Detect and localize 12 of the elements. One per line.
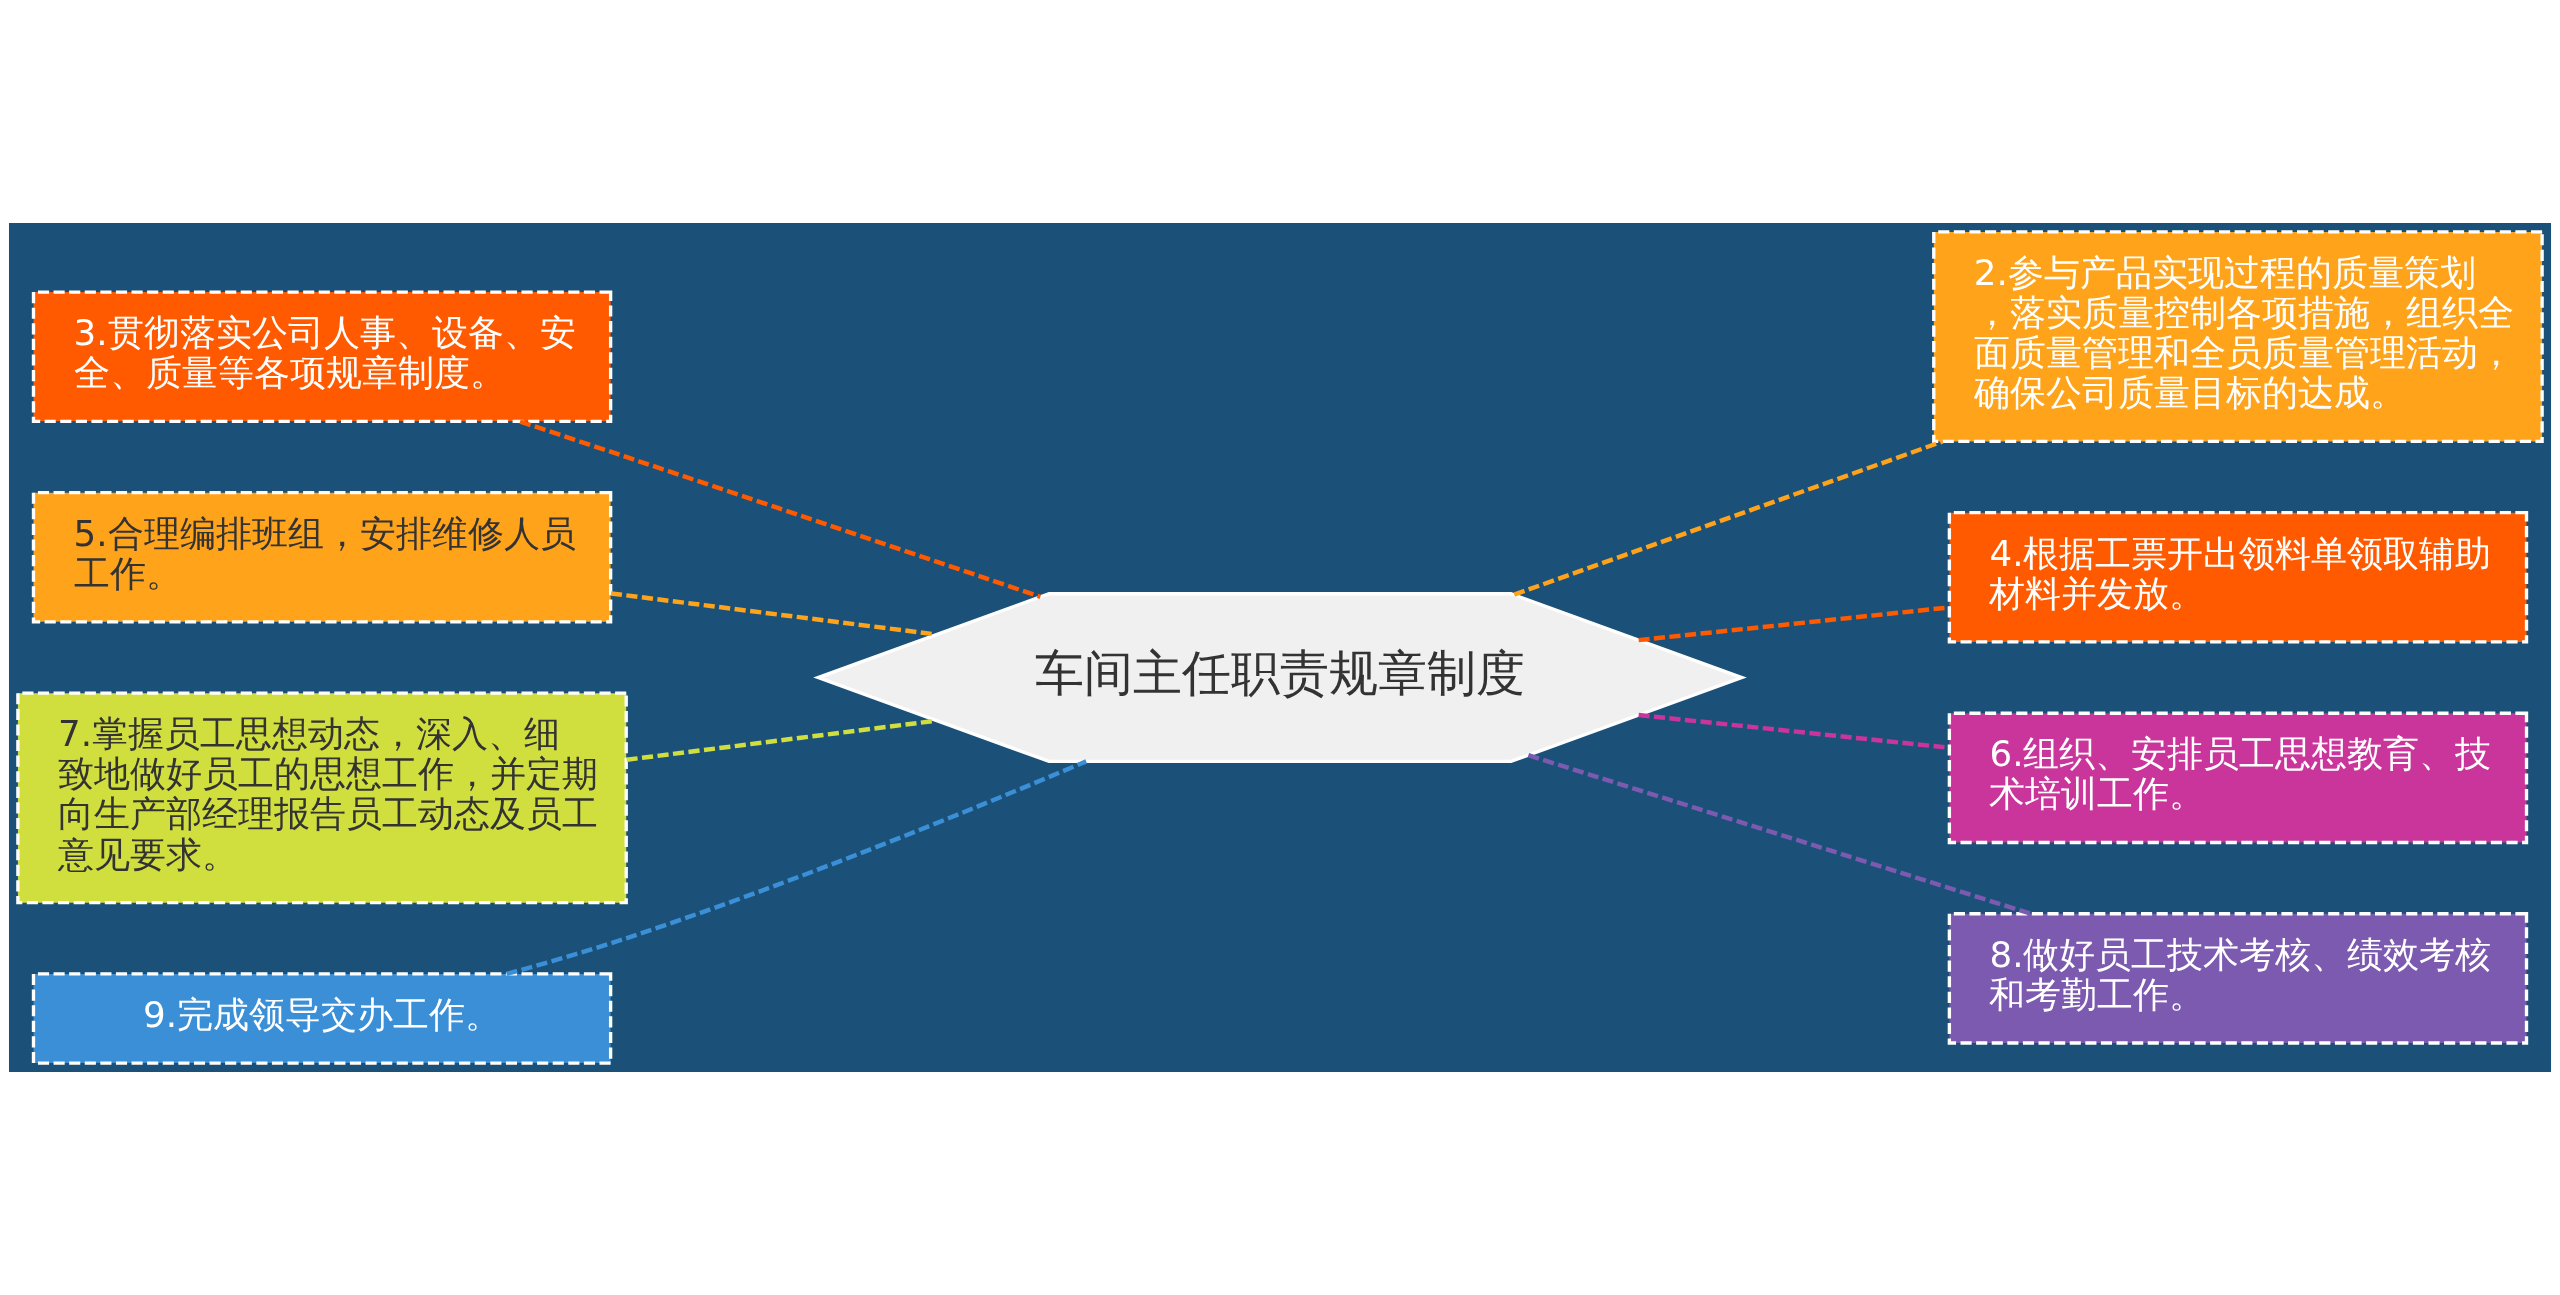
node-box: 2.参与产品实现过程的质量策划，落实质量控制各项措施，组织全面质量管理和全员质量管理活动，确保公司质量目标的达成。 [1932,230,2544,444]
node-box: 6.组织、安排员工思想教育、技术培训工作。 [1947,711,2529,845]
connector [505,759,1088,977]
node-box: 9.完成领导交办工作。 [31,972,613,1065]
connector [1513,439,1944,597]
connector [519,419,1042,599]
node-box: 7.掌握员工思想动态，深入、细致地做好员工的思想工作，并定期向生产部经理报告员工动态及员工意见要求。 [16,691,628,905]
node-box: 8.做好员工技术考核、绩效考核和考勤工作。 [1947,912,2529,1045]
node-box: 3.贯彻落实公司人事、设备、安全、质量等各项规章制度。 [31,290,613,423]
node-box: 4.根据工票开出领料单领取辅助材料并发放。 [1947,511,2529,644]
connector [1527,753,2032,916]
node-box: 5.合理编排班组，安排维修人员工作。 [31,490,613,624]
